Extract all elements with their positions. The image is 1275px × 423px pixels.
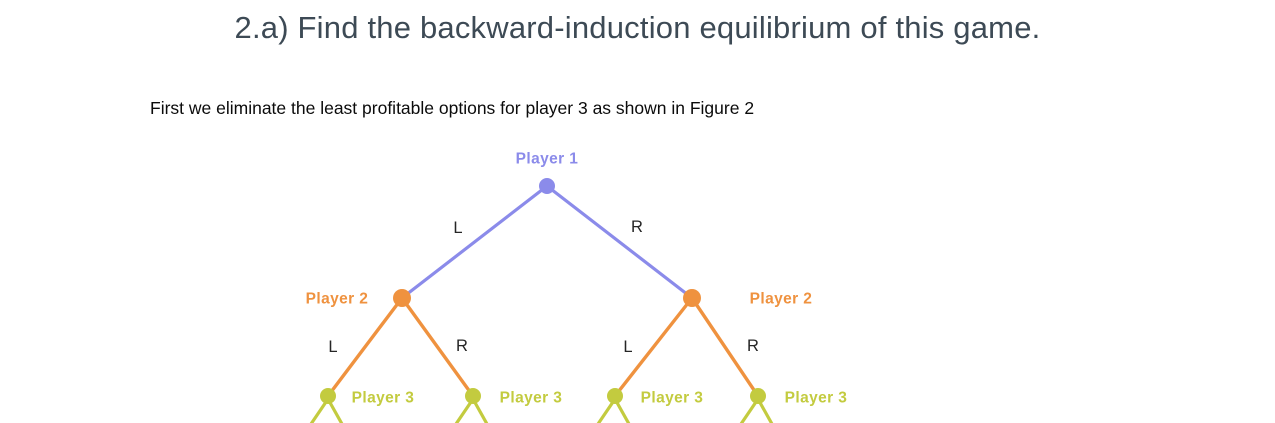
edge-label-r: R	[747, 337, 759, 355]
tree-node-player3-1	[320, 388, 336, 404]
tree-node-player2-left	[393, 289, 411, 307]
edge-label-l: L	[328, 338, 337, 356]
tree-edge	[326, 296, 404, 398]
tree-node-player2-right	[683, 289, 701, 307]
tree-node-player3-2	[465, 388, 481, 404]
page-title: 2.a) Find the backward-induction equilib…	[234, 10, 1041, 45]
tree-edge	[613, 296, 694, 398]
node-label-player2-left: Player 2	[306, 291, 369, 308]
edge-label-r: R	[631, 218, 643, 236]
tree-node-player3-4	[750, 388, 766, 404]
tree-node-player1-root	[539, 178, 555, 194]
edge-label-r: R	[456, 337, 468, 355]
tree-edge	[545, 184, 694, 300]
tree-node-player3-3	[607, 388, 623, 404]
node-label-player2-right: Player 2	[750, 291, 813, 308]
edge-label-l: L	[623, 338, 632, 356]
node-label-player3-1: Player 3	[352, 390, 415, 407]
node-label-player1-root: Player 1	[516, 151, 579, 168]
node-label-player3-2: Player 3	[500, 390, 563, 407]
tree-edge	[400, 296, 475, 398]
node-label-player3-4: Player 3	[785, 390, 848, 407]
edge-label-l: L	[453, 219, 462, 237]
tree-edge	[400, 184, 549, 300]
node-label-player3-3: Player 3	[641, 390, 704, 407]
intro-text: First we eliminate the least profitable …	[150, 98, 755, 118]
tree-edge	[690, 296, 760, 398]
